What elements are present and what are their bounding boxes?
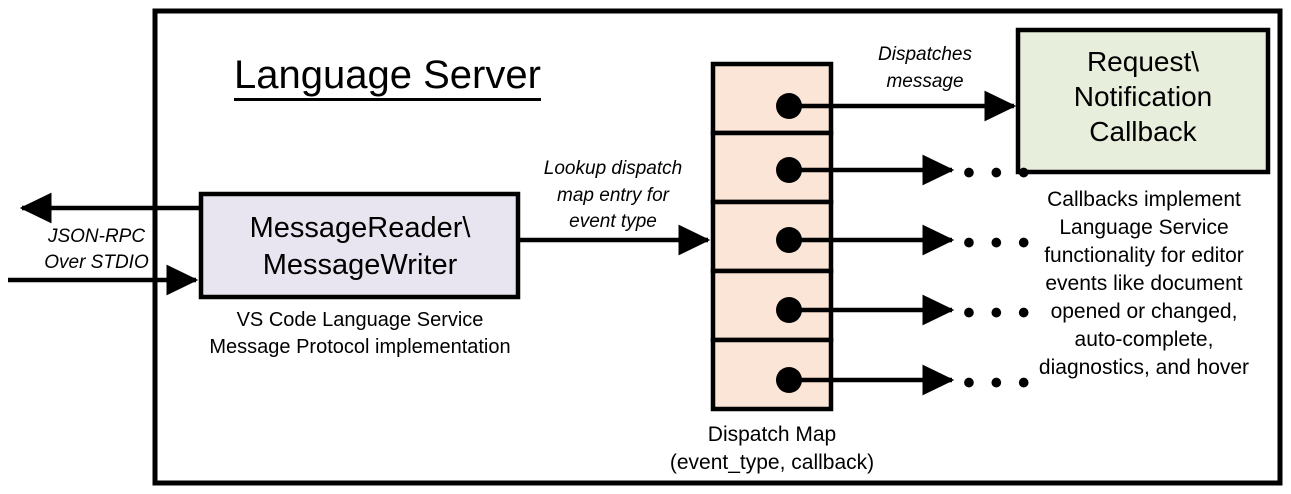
language-server-boundary — [152, 8, 1283, 486]
page-title: Language Server — [234, 52, 574, 101]
dispatches-message-label: Dispatches message — [878, 44, 972, 92]
dispatch-map-cell-2 — [710, 130, 834, 205]
dispatch-map-cell-3 — [710, 199, 834, 274]
dispatch-map-cell-4 — [710, 268, 834, 343]
jsonrpc-transport-label: JSON-RPC Over STDIO — [44, 226, 149, 274]
dispatch-map-caption: Dispatch Map (event_type, callback) — [669, 423, 875, 475]
dispatch-map-cell-5 — [710, 337, 834, 412]
ellipsis-1: • • • — [963, 154, 1033, 192]
ellipsis-4: • • • — [963, 364, 1033, 402]
page-title-text: Language Server — [234, 53, 541, 101]
ellipsis-2: • • • — [963, 224, 1033, 262]
ellipsis-3: • • • — [963, 294, 1033, 332]
callback-description-caption: Callbacks implement Language Service fun… — [1038, 188, 1250, 379]
message-reader-writer-caption: VS Code Language Service Message Protoco… — [209, 309, 511, 358]
request-notification-callback-box — [1015, 27, 1271, 175]
lookup-dispatch-label: Lookup dispatch map entry for event type — [543, 158, 683, 233]
message-reader-writer-box — [198, 191, 521, 300]
request-notification-callback-label: Request\ Notification Callback — [1073, 46, 1213, 147]
message-reader-writer-label: MessageReader\ MessageWriter — [249, 212, 471, 282]
dispatch-map-cell-1 — [710, 61, 834, 136]
